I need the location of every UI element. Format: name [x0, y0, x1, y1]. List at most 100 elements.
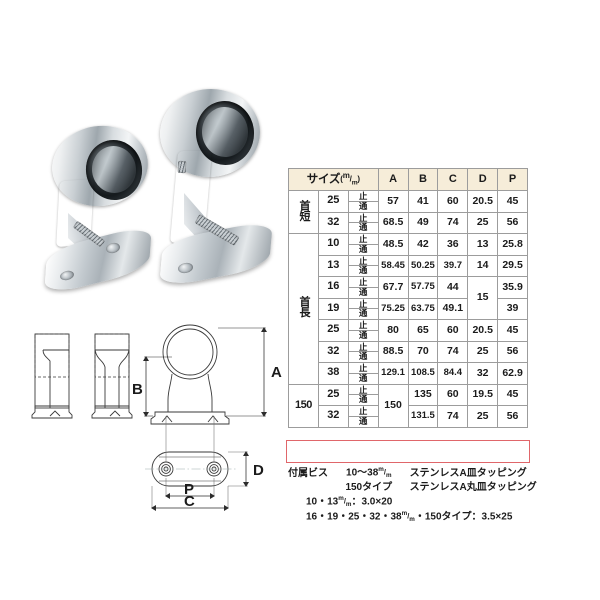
header-col-P: P	[497, 168, 528, 191]
cell-C: 39.7	[437, 254, 469, 277]
cell-B: 42	[407, 233, 439, 256]
footnote-unit-den: m	[385, 472, 392, 479]
cell-C: 84.4	[437, 362, 469, 385]
row-size: 32	[317, 211, 349, 234]
neck-set-screw-slot	[177, 160, 187, 174]
cell-D: 25	[467, 340, 499, 363]
tt-through: 通	[358, 372, 368, 383]
row-size: 13	[317, 254, 349, 277]
cell-C: 60	[437, 319, 469, 342]
tt-through: 通	[358, 200, 368, 211]
group-text: 首短	[297, 199, 310, 221]
cell-P: 35.9	[497, 276, 528, 299]
table-row: 150 25 止通 150 135 60 19.5 45	[288, 383, 528, 428]
group-label-150: 150	[288, 383, 319, 428]
cell-P: 45	[497, 383, 528, 406]
table-row: 首長 10 止通 48.5 42 36 13 25.8	[288, 233, 528, 385]
cell-D: 25	[467, 405, 499, 428]
tt-through: 通	[358, 265, 368, 276]
header-col-C: C	[437, 168, 469, 191]
drawing-side-view-1	[31, 333, 73, 419]
tt-stop: 止	[348, 192, 378, 202]
footnote-unit-den: m	[409, 515, 415, 523]
cell-P: 56	[497, 211, 528, 234]
header-size: サイズ(m/m)	[288, 168, 379, 191]
cell-A: 75.25	[377, 297, 409, 320]
dimension-label-P: P	[184, 481, 194, 498]
stop-through-cell: 止通	[347, 362, 379, 385]
cell-A: 88.5	[377, 340, 409, 363]
cell-P: 29.5	[497, 254, 528, 277]
red-highlight-box	[286, 440, 530, 463]
tt-through: 通	[358, 351, 368, 362]
cell-B: 41	[407, 190, 439, 213]
footnote-line-1: 付属ビス 10～38m/m ステンレスA皿タッピング	[288, 466, 527, 479]
footnote-sizes-4: 16・19・25・32・38	[306, 511, 402, 523]
tt-through: 通	[358, 308, 368, 319]
stop-through-cell: 止通	[347, 383, 379, 406]
cell-B: 57.75	[407, 276, 439, 299]
tt-stop: 止	[348, 278, 378, 288]
cell-A: 80	[377, 319, 409, 342]
header-col-B: B	[407, 168, 439, 191]
tt-through: 通	[358, 286, 368, 297]
table-row: 32 止通 88.5 70 74 25 56	[289, 340, 528, 363]
footnote-unit-num: m	[338, 495, 344, 503]
dimension-label-C: C	[184, 493, 195, 510]
cell-B: 108.5	[407, 362, 439, 385]
table-row: 25 止通 80 65 60 20.5 45	[289, 319, 528, 342]
spec-table-container: サイズ(m/m) A B C D P 首短 25 止通	[288, 168, 528, 428]
table-header-row: サイズ(m/m) A B C D P	[288, 168, 528, 191]
cell-A: 68.5	[377, 211, 409, 234]
stop-through-cell: 止通	[347, 340, 379, 363]
table-row: 首短 25 止通 57 41 60 20.5 45	[288, 190, 528, 234]
row-size: 38	[317, 362, 349, 385]
footnote-type-150: 150タイプ	[345, 481, 393, 493]
tt-stop: 止	[348, 343, 378, 353]
cell-A: 57	[377, 190, 409, 213]
cell-B: 49	[407, 211, 439, 234]
row-size: 19	[317, 297, 349, 320]
footnote-line-3: 10・13m/m：3.0×20	[306, 495, 393, 509]
drawing-projection-lines	[151, 416, 248, 508]
tt-stop: 止	[348, 300, 378, 310]
cell-P: 39	[497, 297, 528, 320]
tt-stop: 止	[348, 386, 378, 396]
cell-C: 74	[437, 340, 469, 363]
footnote-spec-4: ・150タイプ：3.5×25	[414, 511, 513, 523]
group-label-long: 首長	[288, 233, 319, 385]
footnote-unit-num: m	[401, 509, 408, 517]
tt-stop: 止	[348, 321, 378, 331]
drawing-front-view	[150, 324, 230, 425]
cell-P: 45	[497, 190, 528, 213]
product-photo-group	[30, 70, 285, 297]
cell-A: 48.5	[377, 233, 409, 256]
row-size: 16	[317, 276, 349, 299]
cell-A: 58.45	[377, 254, 409, 277]
cell-B: 65	[407, 319, 439, 342]
row-size: 32	[317, 340, 349, 363]
table-row: 32 止通 68.5 49 74 25 56	[289, 211, 528, 234]
cell-B: 63.75	[407, 297, 439, 320]
tt-through: 通	[358, 243, 368, 254]
drawing-dimension-lines	[143, 327, 267, 511]
cell-A: 67.7	[377, 276, 409, 299]
cell-D: 15	[467, 276, 499, 320]
footnotes: 付属ビス 10～38m/m ステンレスA皿タッピング 付属ビス 150タイプ ス…	[288, 466, 593, 525]
tt-through: 通	[358, 222, 368, 233]
technical-drawing-svg: A B D P C	[31, 324, 282, 511]
product-photo-short-neck	[38, 118, 158, 297]
row-size: 25	[317, 190, 349, 213]
spec-table: サイズ(m/m) A B C D P 首短 25 止通	[288, 168, 528, 428]
dimension-label-D: D	[253, 462, 264, 479]
tt-stop: 止	[348, 235, 378, 245]
tt-stop: 止	[348, 407, 378, 417]
cell-D: 20.5	[467, 319, 499, 342]
cell-C: 60	[437, 383, 469, 406]
cell-D: 13	[467, 233, 499, 256]
tt-stop: 止	[348, 257, 378, 267]
cell-A: 150	[377, 383, 409, 428]
drawing-top-view	[145, 451, 238, 487]
stop-through-cell: 止通	[347, 405, 379, 428]
